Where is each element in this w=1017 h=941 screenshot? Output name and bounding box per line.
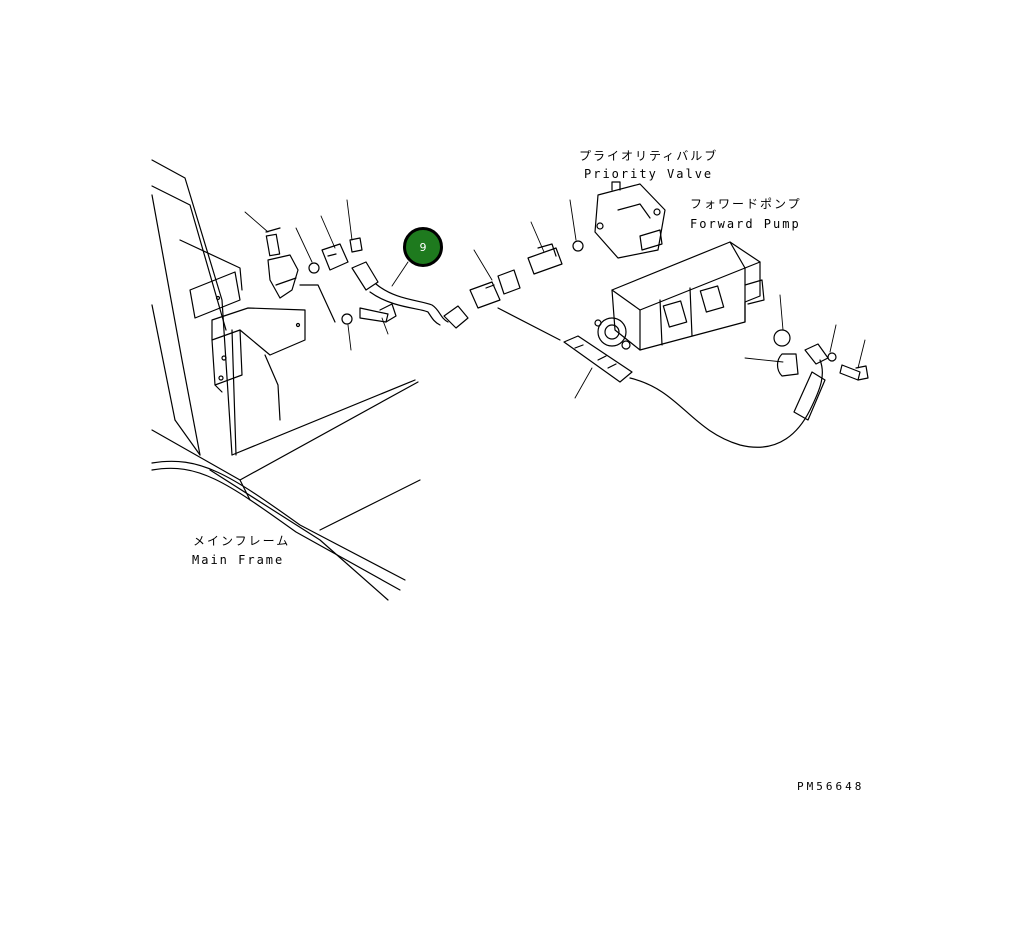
- forward-pump-label-jp: フォワードポンプ: [690, 197, 802, 211]
- main-frame: [151, 159, 421, 601]
- priority-valve-label-en: Priority Valve: [584, 167, 714, 181]
- forward-pump-label-en: Forward Pump: [690, 217, 801, 231]
- leader-lines: [244, 199, 866, 399]
- main-frame-label-en: Main Frame: [192, 553, 285, 567]
- mounting-bracket: [189, 271, 306, 393]
- main-frame-label-jp: メインフレーム: [193, 534, 291, 548]
- priority-valve: [594, 181, 666, 259]
- figure-code: PM56648: [797, 780, 865, 793]
- priority-valve-label-jp: プライオリティバルブ: [579, 149, 719, 163]
- middle-fittings: [469, 240, 584, 341]
- hose: [351, 261, 469, 329]
- part-callout-badge[interactable]: 9: [403, 227, 443, 267]
- forward-pump: [594, 241, 791, 351]
- left-fittings: [265, 227, 397, 325]
- right-fittings: [563, 335, 869, 448]
